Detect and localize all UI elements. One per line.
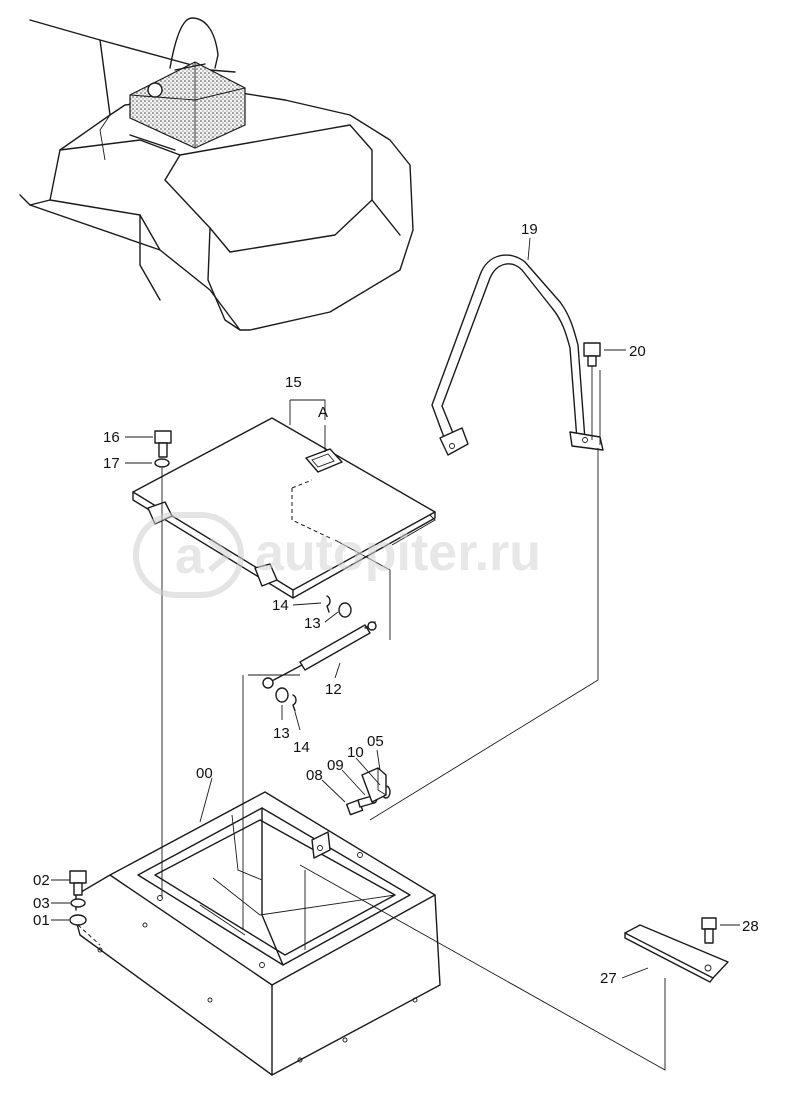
- washer-13-lower: [275, 687, 289, 703]
- svg-text:a: a: [175, 527, 205, 585]
- clip-14-lower: [292, 694, 297, 712]
- battery-base-box: [75, 791, 441, 1076]
- washer-17: [154, 458, 170, 468]
- callout-20: 20: [629, 343, 646, 360]
- callout-12: 12: [325, 681, 342, 698]
- bolt-02: [69, 870, 87, 896]
- callout-14-lower: 14: [293, 739, 310, 756]
- watermark: a autopiter.ru: [133, 512, 541, 598]
- watermark-logo-icon: [133, 512, 244, 598]
- bolt-08: [345, 795, 375, 816]
- bolt-20: [583, 342, 601, 445]
- callout-03: 03: [33, 895, 50, 912]
- battery-box: [129, 17, 246, 149]
- latch-05: [361, 767, 387, 803]
- callout-02: 02: [33, 872, 50, 889]
- callout-28: 28: [742, 918, 759, 935]
- washer-01-guide: [77, 924, 101, 946]
- callout-15: 15: [285, 374, 302, 391]
- watermark-text: autopiter.ru: [255, 524, 541, 582]
- callout-16: 16: [103, 429, 120, 446]
- callout-00: 00: [196, 765, 213, 782]
- callout-05: 05: [367, 733, 384, 750]
- callout-14-upper: 14: [272, 597, 289, 614]
- callout-A: A: [318, 404, 328, 421]
- callout-27: 27: [600, 970, 617, 987]
- gas-spring: [262, 621, 377, 689]
- callout-17: 17: [103, 455, 120, 472]
- machine-body-overview: [19, 19, 414, 331]
- callout-09: 09: [327, 757, 344, 774]
- plate-27: [624, 924, 729, 983]
- callout-01: 01: [33, 912, 50, 929]
- callout-19: 19: [521, 221, 538, 238]
- clip-14-upper: [326, 595, 331, 613]
- washer-03: [70, 898, 86, 908]
- bolt-16: [154, 430, 172, 458]
- washer-01: [69, 914, 87, 926]
- assembly-lines: [51, 237, 740, 1071]
- callout-10: 10: [347, 744, 364, 761]
- callout-13-lower: 13: [273, 725, 290, 742]
- callout-labels: 15 A 16 17 19 20 14 13 12 13 14 00 08 09…: [33, 221, 759, 987]
- washer-13-upper: [338, 602, 352, 618]
- handrail-part: [431, 254, 604, 456]
- callout-13-upper: 13: [304, 615, 321, 632]
- callout-08: 08: [306, 767, 323, 784]
- bolt-28: [701, 917, 717, 944]
